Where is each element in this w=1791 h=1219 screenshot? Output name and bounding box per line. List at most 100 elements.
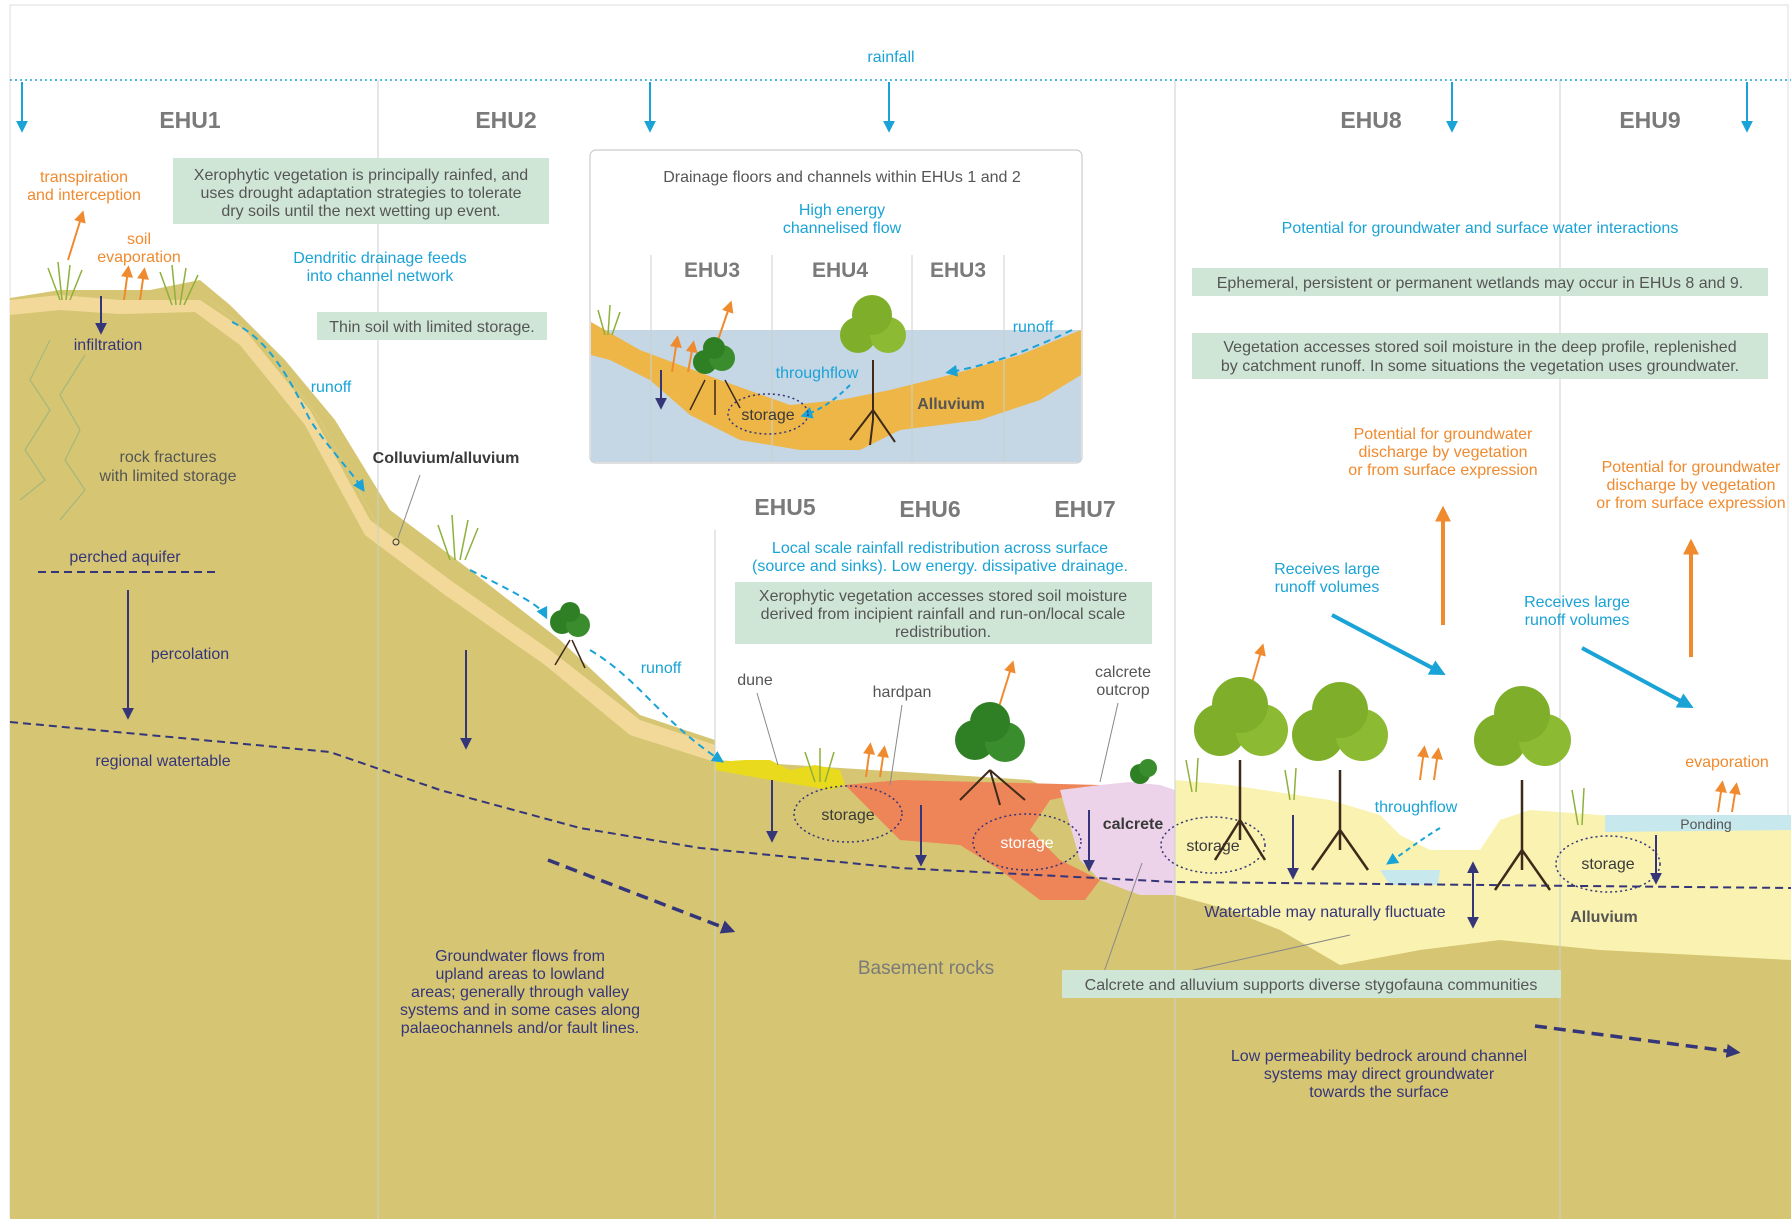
recharge-arrows-ehu8-9 xyxy=(1287,815,1662,885)
drainage-inset: Drainage floors and channels within EHUs… xyxy=(589,149,1083,464)
xerophytic-rainfed-line-2: uses drought adaptation strategies to to… xyxy=(200,185,521,202)
ehu8-header: EHU8 xyxy=(1340,107,1402,133)
transpiration-label-2: and interception xyxy=(27,187,141,204)
inset-runoff-label: runoff xyxy=(1013,319,1054,336)
storage-label-b: storage xyxy=(1000,835,1053,852)
low-perm-line-1: Low permeability bedrock around channel xyxy=(1231,1048,1527,1065)
throughflow-arrow xyxy=(1386,827,1441,865)
xerophytic-rainfed-line-1: Xerophytic vegetation is principally rai… xyxy=(194,167,528,184)
regional-watertable-line xyxy=(9,721,1791,889)
storage-ellipse-d xyxy=(1555,835,1661,893)
receives-runoff-b-1: Receives large xyxy=(1524,594,1630,611)
calcrete-alluvium-box xyxy=(1062,970,1561,998)
storage-label-c: storage xyxy=(1186,838,1239,855)
inset-high-energy-1: High energy xyxy=(799,202,885,219)
tree-icon xyxy=(1194,677,1571,891)
local-scale-line-1: Local scale rainfall redistribution acro… xyxy=(772,540,1108,557)
hardpan-deposit xyxy=(845,780,1120,900)
inset-ehu3b-header: EHU3 xyxy=(930,259,986,282)
evaporation-arrows-ehu1 xyxy=(67,210,149,301)
local-scale-line-2: (source and sinks). Low energy. dissipat… xyxy=(752,558,1128,575)
evaporation-label: evaporation xyxy=(1685,754,1769,771)
dendritic-label-2: into channel network xyxy=(307,268,455,285)
ponding-water xyxy=(1605,815,1791,832)
inset-throughflow-arrow xyxy=(800,384,851,419)
calcrete-alluvium-text: Calcrete and alluvium supports diverse s… xyxy=(1085,977,1538,994)
inset-shrub-icon xyxy=(689,337,741,415)
ehu9-header: EHU9 xyxy=(1619,107,1680,133)
calcrete-outcrop-label-1: calcrete xyxy=(1095,664,1151,681)
gw-flow-line-1: Groundwater flows from xyxy=(435,948,605,965)
grass-tuft-icon xyxy=(47,261,1585,826)
potential-discharge-a-3: or from surface expression xyxy=(1348,462,1537,479)
rock-fractures-label-2: with limited storage xyxy=(99,468,237,485)
perched-aquifer-label: perched aquifer xyxy=(69,549,181,566)
receives-runoff-b-2: runoff volumes xyxy=(1525,612,1630,629)
evaporation-arrows-ehu5-7 xyxy=(863,660,1016,778)
runoff-arrow-b xyxy=(469,569,548,620)
calcrete-outcrop-label-2: outcrop xyxy=(1096,682,1149,699)
inset-storage-label: storage xyxy=(741,407,794,424)
rock-fractures xyxy=(19,339,86,521)
regional-watertable-label: regional watertable xyxy=(95,753,230,770)
runoff-inflow-arrow-a xyxy=(1331,613,1446,675)
veg-access-line-2: by catchment runoff. In some situations … xyxy=(1221,358,1739,375)
low-perm-line-2: systems may direct groundwater xyxy=(1264,1066,1495,1083)
ehu6-header: EHU6 xyxy=(899,496,960,522)
colluvium-label: Colluvium/alluvium xyxy=(373,450,520,467)
colluvium-point xyxy=(392,538,400,546)
runoff-label-a: runoff xyxy=(311,379,352,396)
xerophytic-stored-line-3: redistribution. xyxy=(895,624,991,641)
dendritic-label-1: Dendritic drainage feeds xyxy=(293,250,466,267)
low-perm-line-3: towards the surface xyxy=(1309,1084,1449,1101)
inset-title: Drainage floors and channels within EHUs… xyxy=(663,169,1021,186)
ehu5-header: EHU5 xyxy=(754,494,816,520)
soil-evaporation-label-1: soil xyxy=(127,231,151,248)
upland-soil xyxy=(10,280,715,760)
receives-runoff-a-1: Receives large xyxy=(1274,561,1380,578)
xerophytic-rainfed-line-3: dry soils until the next wetting up even… xyxy=(221,203,500,220)
inset-high-energy-2: channelised flow xyxy=(783,220,902,237)
potential-discharge-a-1: Potential for groundwater xyxy=(1354,426,1533,443)
inset-ehu3a-header: EHU3 xyxy=(684,259,740,282)
xerophytic-stored-line-1: Xerophytic vegetation accesses stored so… xyxy=(759,588,1127,605)
inset-dividers xyxy=(650,255,1005,462)
storage-label-a: storage xyxy=(821,807,874,824)
storage-label-d: storage xyxy=(1581,856,1634,873)
ehu1-header: EHU1 xyxy=(159,107,221,133)
wetlands-box xyxy=(1192,268,1768,296)
inset-soil xyxy=(591,322,1081,450)
bedrock-flow-arrow xyxy=(1534,1024,1741,1058)
inset-throughflow-label: throughflow xyxy=(776,365,859,382)
infiltration-label: infiltration xyxy=(74,337,142,354)
thin-soil-text: Thin soil with limited storage. xyxy=(329,319,534,336)
inset-storage-ellipse xyxy=(727,393,809,435)
colluvium-leader xyxy=(397,474,421,539)
calcrete-label: calcrete xyxy=(1103,816,1164,833)
rock-fractures-label-1: rock fractures xyxy=(120,449,217,466)
ehu2-header: EHU2 xyxy=(475,107,536,133)
basement-rocks-label: Basement rocks xyxy=(858,958,994,979)
percolation-label: percolation xyxy=(151,646,229,663)
xerophytic-rainfed-box xyxy=(173,158,549,224)
storage-ellipse-c xyxy=(1160,816,1266,874)
watertable-fluctuate-label: Watertable may naturally fluctuate xyxy=(1204,904,1445,921)
inset-ehu4-header: EHU4 xyxy=(812,259,868,282)
storage-ellipse-b xyxy=(972,813,1082,871)
throughflow-label: throughflow xyxy=(1375,799,1458,816)
gw-flow-line-3: areas; generally through valley xyxy=(411,984,629,1001)
alluvium-label: Alluvium xyxy=(1570,909,1638,926)
transpiration-label-1: transpiration xyxy=(40,169,128,186)
soil-evaporation-label-2: evaporation xyxy=(97,249,181,266)
hardpan-label: hardpan xyxy=(873,684,932,701)
xerophytic-stored-box xyxy=(735,582,1152,644)
xerophytic-stored-line-2: derived from incipient rainfall and run-… xyxy=(761,606,1126,623)
veg-access-box xyxy=(1192,333,1768,379)
inset-tree-icon xyxy=(840,295,906,446)
receives-runoff-a-2: runoff volumes xyxy=(1275,579,1380,596)
storage-ellipse-a xyxy=(793,785,903,843)
thin-soil-box xyxy=(317,312,547,340)
groundwater-flow-arrow xyxy=(547,858,736,934)
potential-gw-sw-label: Potential for groundwater and surface wa… xyxy=(1282,220,1679,237)
